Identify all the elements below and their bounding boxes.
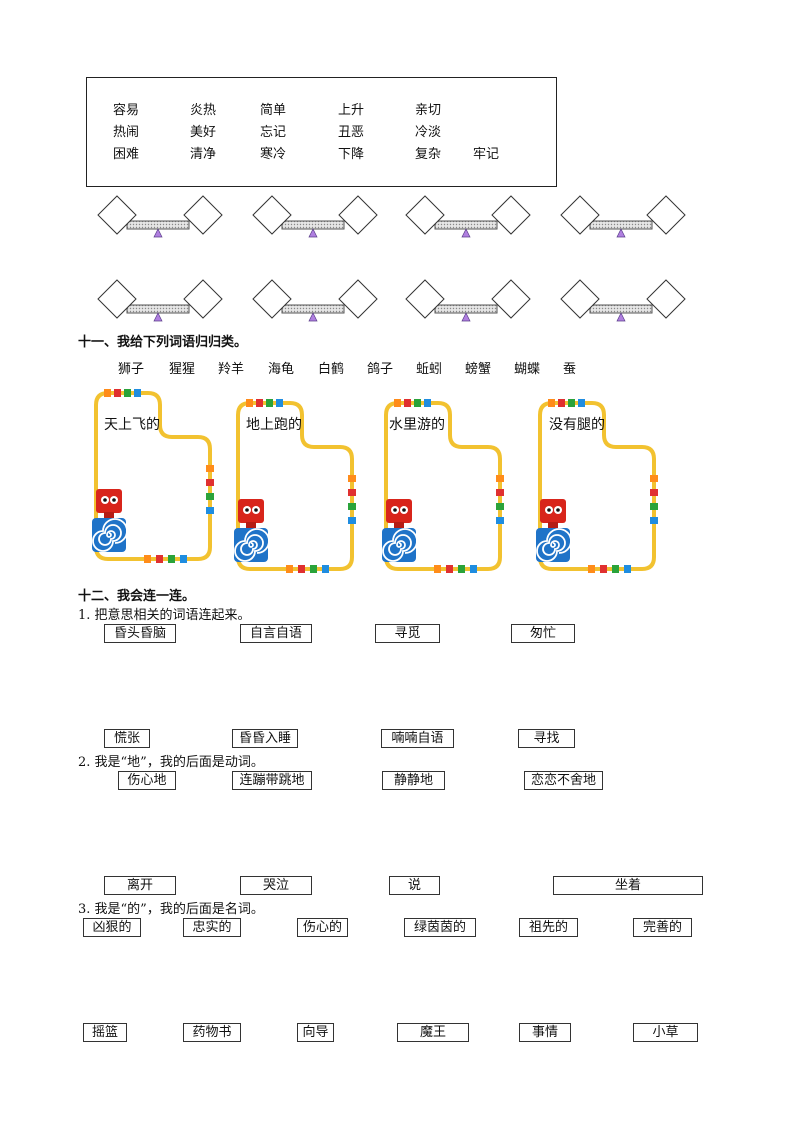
word: 寒冷 bbox=[260, 147, 287, 162]
match-word-bottom[interactable]: 喃喃自语 bbox=[381, 729, 454, 748]
match-word-top[interactable]: 忠实的 bbox=[183, 918, 241, 937]
match-word-bottom[interactable]: 药物书 bbox=[183, 1023, 241, 1042]
animal-word[interactable]: 白鹤 bbox=[318, 362, 345, 377]
animal-word[interactable]: 蚕 bbox=[563, 362, 577, 377]
animal-word[interactable]: 海龟 bbox=[268, 362, 295, 377]
word: 忘记 bbox=[260, 125, 287, 140]
match-word-bottom[interactable]: 摇篮 bbox=[83, 1023, 127, 1042]
balance-scale[interactable] bbox=[252, 195, 378, 238]
word: 困难 bbox=[113, 147, 140, 162]
match-word-bottom[interactable]: 离开 bbox=[104, 876, 176, 895]
question-3-prompt: 3. 我是“的”，我的后面是名词。 bbox=[78, 902, 264, 917]
section-11-title: 十一、我给下列词语归归类。 bbox=[78, 335, 248, 350]
match-word-top[interactable]: 凶狠的 bbox=[83, 918, 141, 937]
category-label: 天上飞的 bbox=[104, 417, 160, 433]
animal-word[interactable]: 猩猩 bbox=[169, 362, 196, 377]
match-word-top[interactable]: 匆忙 bbox=[511, 624, 575, 643]
match-word-bottom[interactable]: 哭泣 bbox=[240, 876, 312, 895]
match-word-top[interactable]: 寻觅 bbox=[375, 624, 440, 643]
match-word-top[interactable]: 恋恋不舍地 bbox=[524, 771, 603, 790]
match-word-bottom[interactable]: 昏昏入睡 bbox=[232, 729, 298, 748]
word: 清净 bbox=[190, 147, 217, 162]
balance-scale[interactable] bbox=[252, 279, 378, 322]
balance-diagrams bbox=[97, 195, 686, 322]
word: 复杂 bbox=[415, 147, 442, 162]
balance-scale[interactable] bbox=[405, 279, 531, 322]
question-2-prompt: 2. 我是“地”，我的后面是动词。 bbox=[78, 755, 264, 770]
question-1-prompt: 1. 把意思相关的词语连起来。 bbox=[78, 608, 251, 623]
match-word-top[interactable]: 连蹦带跳地 bbox=[232, 771, 312, 790]
balance-scale[interactable] bbox=[560, 279, 686, 322]
match-word-top[interactable]: 静静地 bbox=[382, 771, 445, 790]
word: 亲切 bbox=[415, 103, 442, 118]
balance-scale[interactable] bbox=[97, 279, 223, 322]
animal-word[interactable]: 蝴蝶 bbox=[514, 362, 541, 377]
match-word-bottom[interactable]: 魔王 bbox=[397, 1023, 469, 1042]
balance-scale[interactable] bbox=[405, 195, 531, 238]
match-word-top[interactable]: 伤心地 bbox=[118, 771, 176, 790]
word: 简单 bbox=[260, 103, 287, 118]
word: 美好 bbox=[190, 125, 217, 140]
word: 热闹 bbox=[113, 125, 140, 140]
balance-scale[interactable] bbox=[97, 195, 223, 238]
word: 容易 bbox=[113, 103, 140, 118]
balance-scale[interactable] bbox=[560, 195, 686, 238]
section-12-title: 十二、我会连一连。 bbox=[78, 589, 196, 604]
word: 冷淡 bbox=[415, 125, 442, 140]
animal-word[interactable]: 羚羊 bbox=[218, 362, 245, 377]
match-word-bottom[interactable]: 事情 bbox=[519, 1023, 571, 1042]
word: 炎热 bbox=[190, 103, 217, 118]
animal-word[interactable]: 螃蟹 bbox=[465, 362, 492, 377]
animal-word[interactable]: 蚯蚓 bbox=[416, 362, 443, 377]
category-label: 没有腿的 bbox=[549, 417, 605, 433]
animal-word[interactable]: 鸽子 bbox=[367, 362, 394, 377]
match-word-top[interactable]: 自言自语 bbox=[240, 624, 312, 643]
word-box bbox=[86, 77, 557, 187]
category-label: 地上跑的 bbox=[246, 417, 302, 433]
match-word-bottom[interactable]: 坐着 bbox=[553, 876, 703, 895]
animal-word[interactable]: 狮子 bbox=[118, 362, 145, 377]
category-label: 水里游的 bbox=[389, 417, 445, 433]
word: 下降 bbox=[338, 147, 365, 162]
match-word-bottom[interactable]: 说 bbox=[389, 876, 440, 895]
match-word-top[interactable]: 完善的 bbox=[633, 918, 692, 937]
match-word-bottom[interactable]: 慌张 bbox=[104, 729, 150, 748]
word: 上升 bbox=[338, 103, 365, 118]
match-word-top[interactable]: 昏头昏脑 bbox=[104, 624, 176, 643]
word: 牢记 bbox=[473, 147, 500, 162]
match-word-bottom[interactable]: 寻找 bbox=[518, 729, 575, 748]
match-word-top[interactable]: 绿茵茵的 bbox=[404, 918, 476, 937]
match-word-bottom[interactable]: 向导 bbox=[297, 1023, 334, 1042]
match-word-bottom[interactable]: 小草 bbox=[633, 1023, 698, 1042]
match-word-top[interactable]: 伤心的 bbox=[297, 918, 348, 937]
word: 丑恶 bbox=[338, 125, 365, 140]
match-word-top[interactable]: 祖先的 bbox=[519, 918, 578, 937]
